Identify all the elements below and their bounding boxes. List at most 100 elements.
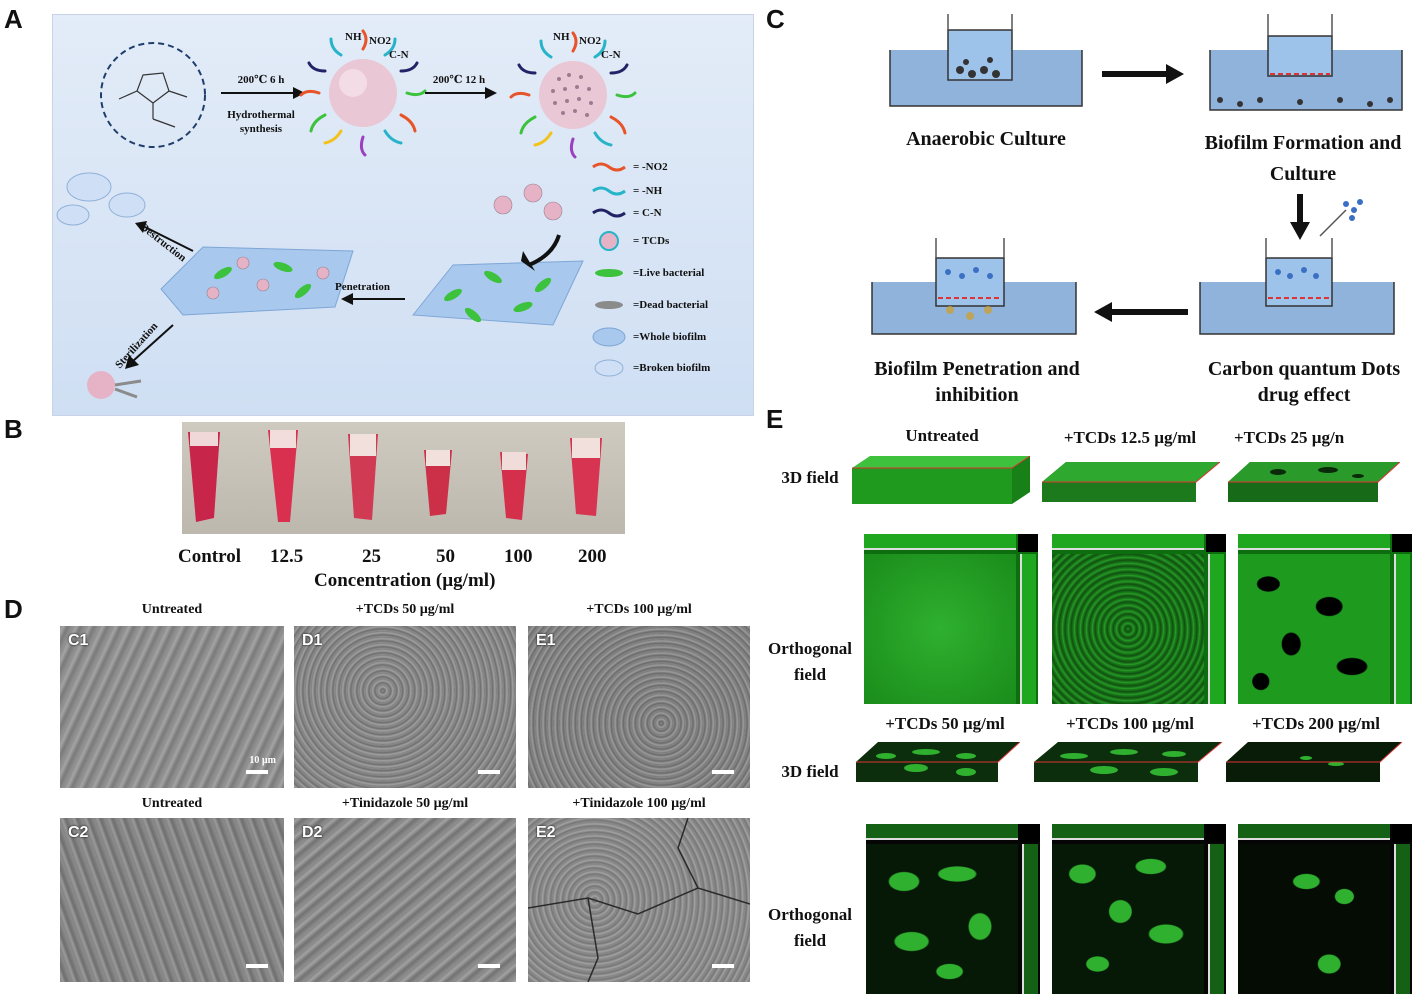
clsm-3d-tcds-25 xyxy=(1228,462,1400,502)
tooth-25 xyxy=(348,434,378,520)
clsm-header-tcds-100: +TCDs 100 µg/ml xyxy=(1065,714,1195,733)
clsm-3d-tcds-100 xyxy=(1034,742,1222,782)
legend-broken-biofilm: =Broken biofilm xyxy=(633,362,711,374)
panel-letter-d: D xyxy=(4,594,23,624)
step1-condition: 200℃ 6 h xyxy=(237,74,285,86)
concentration-axis-label: Concentration (µg/ml) xyxy=(314,570,496,591)
clsm-3d-tcds-200 xyxy=(1226,742,1402,782)
group-nh-1: NH xyxy=(345,31,362,43)
sem-image-c2: C2 xyxy=(60,818,284,982)
clsm-header-tcds-200: +TCDs 200 µg/ml xyxy=(1251,714,1381,733)
step-anaerobic-culture: Anaerobic Culture xyxy=(906,128,1066,150)
group-cn-1: C-N xyxy=(389,49,409,61)
panel-letter-e: E xyxy=(766,404,784,434)
scale-bar xyxy=(478,770,500,774)
clsm-ortho-tcds-100 xyxy=(1052,824,1226,994)
sem-tag-d1: D1 xyxy=(302,632,323,649)
conc-label-12-5: 12.5 xyxy=(270,546,304,567)
clsm-3d-tcds-50 xyxy=(856,742,1020,782)
sem-image-d1: D1 xyxy=(294,626,516,788)
carbon-dot-1 xyxy=(299,29,427,157)
sem-tag-c1: C1 xyxy=(68,632,89,649)
legend-tcds: = TCDs xyxy=(633,235,670,247)
sem-tag-e1: E1 xyxy=(536,632,556,649)
sem-caption-tinidazole-50: +Tinidazole 50 µg/ml xyxy=(341,796,469,811)
clsm-header-tcds-12-5: +TCDs 12.5 µg/ml xyxy=(1063,428,1197,447)
conc-label-25: 25 xyxy=(362,546,381,567)
clsm-header-tcds-25: +TCDs 25 µg/n xyxy=(1234,428,1345,447)
clsm-header-untreated: Untreated xyxy=(905,426,979,445)
legend-dead-bacterial: =Dead bacterial xyxy=(633,299,709,311)
row-label-ortho-top: Orthogonal field xyxy=(767,639,853,684)
precursor-molecule xyxy=(100,42,206,148)
scale-bar xyxy=(712,770,734,774)
tooth-photo xyxy=(182,422,625,534)
sem-tag-c2: C2 xyxy=(68,824,89,841)
carbon-dot-2 xyxy=(509,31,637,159)
panel-letter-b: B xyxy=(4,414,23,444)
sem-caption-tinidazole-100: +Tinidazole 100 µg/ml xyxy=(572,796,706,811)
sem-image-e2: E2 xyxy=(528,818,750,982)
biofilm-penetrated xyxy=(160,246,354,316)
scale-bar xyxy=(246,770,268,774)
well-drug-effect xyxy=(1199,238,1395,335)
sem-caption-untreated-1: Untreated xyxy=(141,602,203,617)
clsm-3d-tcds-12-5 xyxy=(1042,462,1220,502)
panel-a: 200℃ 6 h Hydrothermal synthesis 200℃ 12 … xyxy=(52,14,754,416)
row-label-ortho-bottom: Orthogonal field xyxy=(767,905,853,950)
tooth-12-5 xyxy=(268,430,298,522)
clsm-ortho-tcds-12-5 xyxy=(1052,534,1226,704)
clsm-ortho-tcds-200 xyxy=(1238,824,1412,994)
sterilized-particle xyxy=(87,371,142,399)
scale-bar-label: 10 µm xyxy=(249,755,276,766)
conc-label-50: 50 xyxy=(436,546,455,567)
conc-label-control: Control xyxy=(178,546,241,567)
legend-icons xyxy=(592,162,626,377)
conc-label-200: 200 xyxy=(578,546,607,567)
broken-biofilm-fragments xyxy=(56,172,146,226)
tooth-50 xyxy=(424,450,452,516)
penetration-label: Penetration xyxy=(335,281,390,293)
scale-bar xyxy=(246,964,268,968)
step2-condition: 200℃ 12 h xyxy=(432,74,486,86)
well-anaerobic-culture xyxy=(889,14,1083,107)
group-no2-2: NO2 xyxy=(579,35,601,47)
panel-letter-a: A xyxy=(4,4,23,34)
tooth-200 xyxy=(570,438,602,516)
clsm-header-tcds-50: +TCDs 50 µg/ml xyxy=(885,714,1005,733)
sem-image-c1: C1 10 µm xyxy=(60,626,284,788)
group-cn-2: C-N xyxy=(601,49,621,61)
step1-method: Hydrothermal synthesis xyxy=(227,109,295,135)
legend-cn: = C-N xyxy=(633,207,662,219)
sem-image-e1: E1 xyxy=(528,626,750,788)
sem-tag-d2: D2 xyxy=(302,824,323,841)
clsm-3d-untreated xyxy=(852,456,1031,504)
sem-tag-e2: E2 xyxy=(536,824,556,841)
step-penetration: Biofilm Penetration and inhibition xyxy=(874,358,1080,406)
destruction-arrow xyxy=(144,226,194,252)
clsm-ortho-tcds-25 xyxy=(1238,534,1412,704)
legend-nh: = -NH xyxy=(633,185,663,197)
sem-image-d2: D2 xyxy=(294,818,516,982)
legend-whole-biofilm: =Whole biofilm xyxy=(633,331,707,343)
well-biofilm-formation xyxy=(1209,14,1403,111)
well-penetration xyxy=(871,238,1077,335)
biofilm-whole xyxy=(412,260,584,326)
row-label-3d-top: 3D field xyxy=(781,468,839,487)
legend-no2: = -NO2 xyxy=(633,161,668,173)
group-nh-2: NH xyxy=(553,31,570,43)
sterilization-arrow xyxy=(132,324,174,362)
panel-letter-c: C xyxy=(766,4,785,34)
sem-caption-tcds-100: +TCDs 100 µg/ml xyxy=(586,602,692,617)
tooth-100 xyxy=(500,452,528,520)
group-no2-1: NO2 xyxy=(369,35,391,47)
sem-caption-untreated-2: Untreated xyxy=(141,796,203,811)
clsm-ortho-tcds-50 xyxy=(866,824,1040,994)
conc-label-100: 100 xyxy=(504,546,533,567)
tooth-control xyxy=(188,432,220,522)
row-label-3d-bottom: 3D field xyxy=(781,762,839,781)
scale-bar xyxy=(478,964,500,968)
synthesis-diagram xyxy=(56,29,637,399)
step-drug-effect: Carbon quantum Dots drug effect xyxy=(1207,358,1401,406)
sem-caption-tcds-50: +TCDs 50 µg/ml xyxy=(355,602,455,617)
